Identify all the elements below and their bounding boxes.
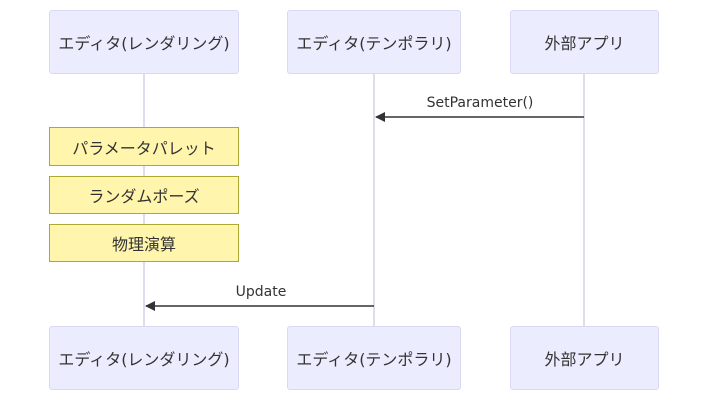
note-parameter-palette: パラメータパレット [49, 127, 239, 166]
note-physics: 物理演算 [49, 224, 239, 262]
actor-render-top: エディタ(レンダリング) [49, 10, 239, 74]
actor-render-bottom: エディタ(レンダリング) [49, 326, 239, 390]
actor-external-top: 外部アプリ [510, 10, 659, 74]
note-random-pose: ランダムポーズ [49, 176, 239, 214]
actor-temporal-bottom: エディタ(テンポラリ) [287, 326, 461, 390]
actor-external-bottom: 外部アプリ [510, 326, 659, 390]
message-label-setparameter: SetParameter() [426, 95, 534, 111]
actor-temporal-top: エディタ(テンポラリ) [287, 10, 461, 74]
message-label-update: Update [235, 284, 287, 300]
